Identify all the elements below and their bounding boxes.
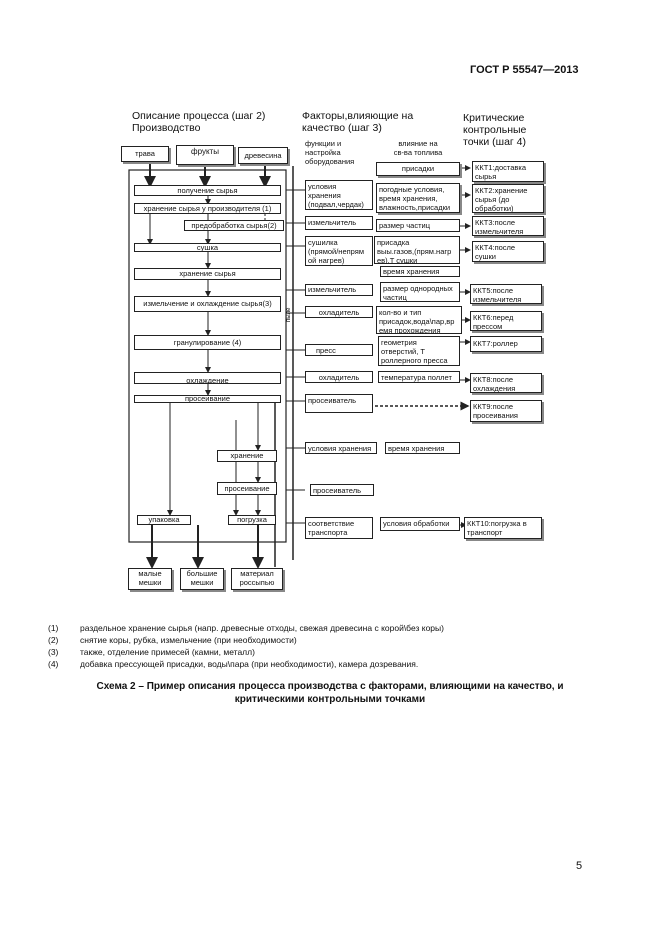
footnote-2: (2)снятие коры, рубка, измельчение (при … [48, 635, 297, 645]
ccp-1: ККТ1:доставка сырья [472, 161, 544, 182]
function-dryer: сушилка (прямой/непрям ой нагрев) [305, 236, 373, 266]
input-fruits: фрукты [176, 145, 234, 165]
function-sifter-2: просеиватель [310, 484, 374, 496]
function-storage-conditions-2: условия хранения [305, 442, 377, 454]
subheading-functions: функции и настройка оборудования [305, 139, 355, 166]
process-sieving: просеивание [134, 395, 281, 403]
function-grinder-2: измельчитель [305, 284, 373, 296]
input-wood: древесина [238, 147, 288, 164]
function-cooler-2: охладитель [305, 371, 373, 383]
ccp-5: ККТ5:после измельчителя [470, 284, 542, 304]
factor-uniform-particles: размер однородных частиц [380, 282, 460, 302]
column-heading-ccp: Критические контрольные точки (шаг 4) [463, 112, 527, 148]
ccp-10: ККТ10:погрузка в транспорт [464, 517, 542, 539]
footnotes: (1)раздельное хранение сырья (напр. древ… [48, 622, 608, 670]
process-loading: погрузка [228, 515, 276, 525]
page-number: 5 [576, 860, 583, 872]
footnote-3: (3)также, отделение примесей (камни, мет… [48, 647, 255, 657]
process-storage-producer: хранение сырья у производителя (1) [134, 203, 281, 214]
function-grinder: измельчитель [305, 216, 373, 230]
ccp-6: ККТ6:перед прессом [470, 311, 542, 331]
output-small-bags: малые мешки [128, 568, 172, 590]
process-cooling: охлаждение [134, 372, 281, 384]
ccp-2: ККТ2:хранение сырья (до обработки) [472, 184, 544, 213]
figure-caption: Схема 2 – Пример описания процесса произ… [96, 681, 564, 705]
output-big-bags: большие мешки [180, 568, 224, 590]
process-pelleting: гранулирование (4) [134, 335, 281, 350]
ccp-3: ККТ3:после измельчителя [472, 216, 544, 236]
footnote-4: (4)добавка прессующей присадки, воды\пар… [48, 659, 419, 669]
factor-weather: погодные условия, время хранения, влажно… [376, 183, 460, 213]
standard-header: ГОСТ Р 55547—2013 [470, 64, 579, 76]
function-press: пресс [305, 344, 373, 356]
ccp-4: ККТ4:после сушки [472, 241, 544, 262]
factor-particle-size: размер частиц [376, 219, 460, 232]
function-sifter: просеиватель [305, 394, 373, 413]
process-sieving-2: просеивание [217, 482, 277, 495]
ccp-8: ККТ8:после охлаждения [470, 373, 542, 393]
factor-processing-conditions: условия обработки [380, 517, 460, 531]
function-storage-conditions: условия хранения (подвал,чердак) [305, 180, 373, 210]
output-bulk-material: материал россыпью [231, 568, 283, 590]
factor-die-geometry: геометрия отверстий, Т роллерного пресса [378, 336, 460, 366]
function-cooler: охладитель [305, 306, 373, 318]
factor-storage-time: время хранения [380, 266, 460, 277]
factor-additives: присадки [376, 162, 460, 176]
factor-drying-additive: присадка выы.газов,(прям.нагр ев),T сушк… [374, 236, 460, 264]
function-transport-compliance: соответствие транспорта [305, 517, 373, 539]
column-heading-process: Описание процесса (шаг 2) Производство [132, 110, 266, 134]
factor-additives-water: кол-во и тип присадок,вода\пар,вр емя пр… [376, 306, 462, 334]
factor-storage-time-2: время хранения [385, 442, 460, 454]
factor-pellet-temperature: температура поллет [378, 371, 460, 383]
ccp-7: ККТ7:роллер [470, 336, 542, 352]
process-storage-2: хранение [217, 450, 277, 462]
process-drying: сушка [134, 243, 281, 252]
subheading-fuel-properties: влияние на св-ва топлива [393, 139, 443, 157]
input-grass: трава [121, 146, 169, 162]
dust-vertical-label: пылe [286, 307, 292, 322]
process-grinding: измельчение и охлаждение сырья(3) [134, 296, 281, 312]
ccp-9: ККТ9:после просеивания [470, 400, 542, 422]
process-packing: упаковка [137, 515, 191, 525]
process-storage: хранение сырья [134, 268, 281, 280]
footnote-1: (1)раздельное хранение сырья (напр. древ… [48, 623, 444, 633]
column-heading-factors: Факторы,влияющие на качество (шаг 3) [302, 110, 414, 134]
process-pretreatment: предобработка сырья(2) [184, 220, 284, 231]
process-receiving: получение сырья [134, 185, 281, 196]
